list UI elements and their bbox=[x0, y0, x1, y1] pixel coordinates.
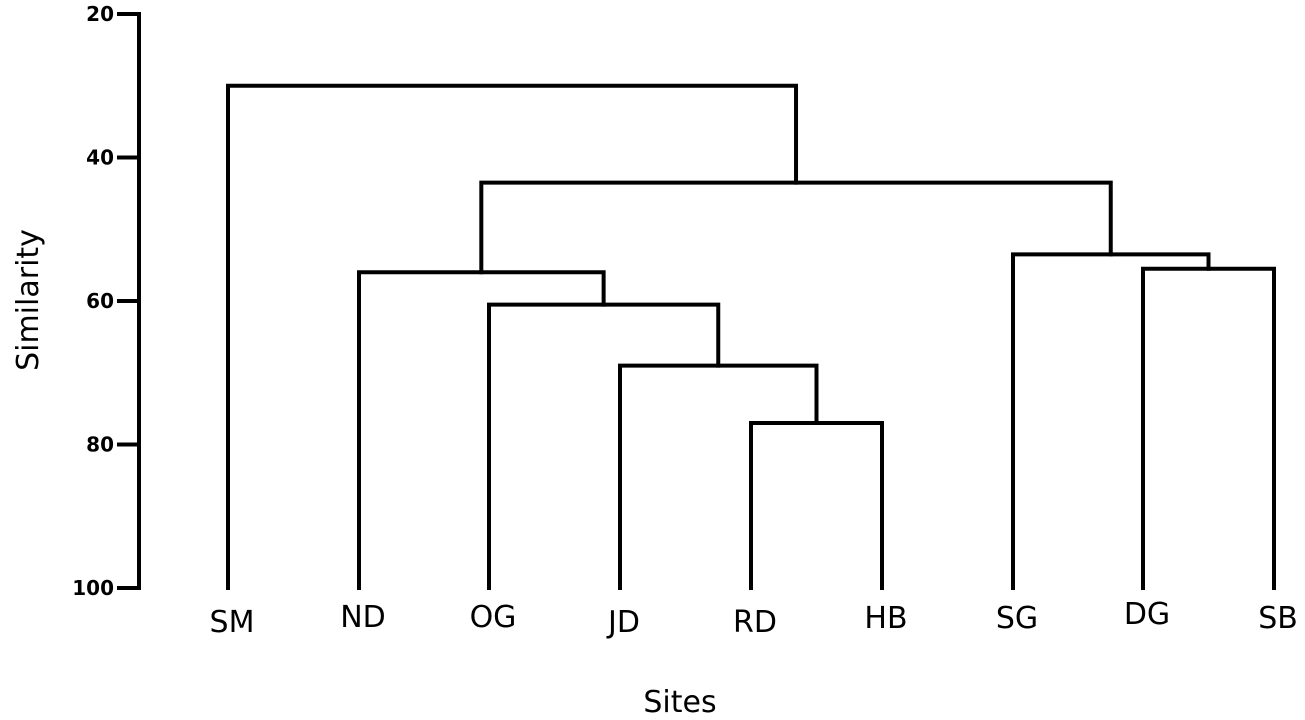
merge-link-5 bbox=[1141, 266, 1276, 590]
y-tick-label: 60 bbox=[86, 289, 114, 313]
leaf-label-sb: SB bbox=[1258, 601, 1298, 636]
y-tick-label: 100 bbox=[72, 576, 114, 600]
y-tick-label: 20 bbox=[86, 2, 114, 26]
y-axis-title: Similarity bbox=[11, 229, 46, 371]
leaf-label-dg: DG bbox=[1124, 597, 1170, 632]
leaf-label-nd: ND bbox=[340, 600, 386, 635]
leaf-label-sm: SM bbox=[210, 605, 255, 640]
merge-link-4 bbox=[357, 270, 606, 590]
leaf-label-rd: RD bbox=[733, 605, 777, 640]
merge-link-8 bbox=[226, 83, 799, 590]
merge-link-2 bbox=[618, 363, 819, 590]
merge-link-6 bbox=[1011, 252, 1211, 590]
x-axis-title: Sites bbox=[643, 685, 716, 720]
y-axis-ticks: 20 40 60 80 100 bbox=[72, 2, 139, 600]
leaf-label-hb: HB bbox=[864, 601, 907, 636]
y-tick-label: 40 bbox=[86, 146, 114, 170]
merge-link-3 bbox=[487, 302, 721, 590]
leaf-labels: SM ND OG JD RD HB SG DG SB bbox=[210, 597, 1298, 640]
leaf-label-jd: JD bbox=[606, 605, 640, 640]
dendrogram-links bbox=[226, 83, 1276, 590]
leaf-label-sg: SG bbox=[996, 601, 1038, 636]
merge-link-1 bbox=[749, 420, 884, 590]
y-tick-label: 80 bbox=[86, 433, 114, 457]
leaf-label-og: OG bbox=[470, 600, 517, 635]
merge-link-7 bbox=[479, 180, 1113, 275]
